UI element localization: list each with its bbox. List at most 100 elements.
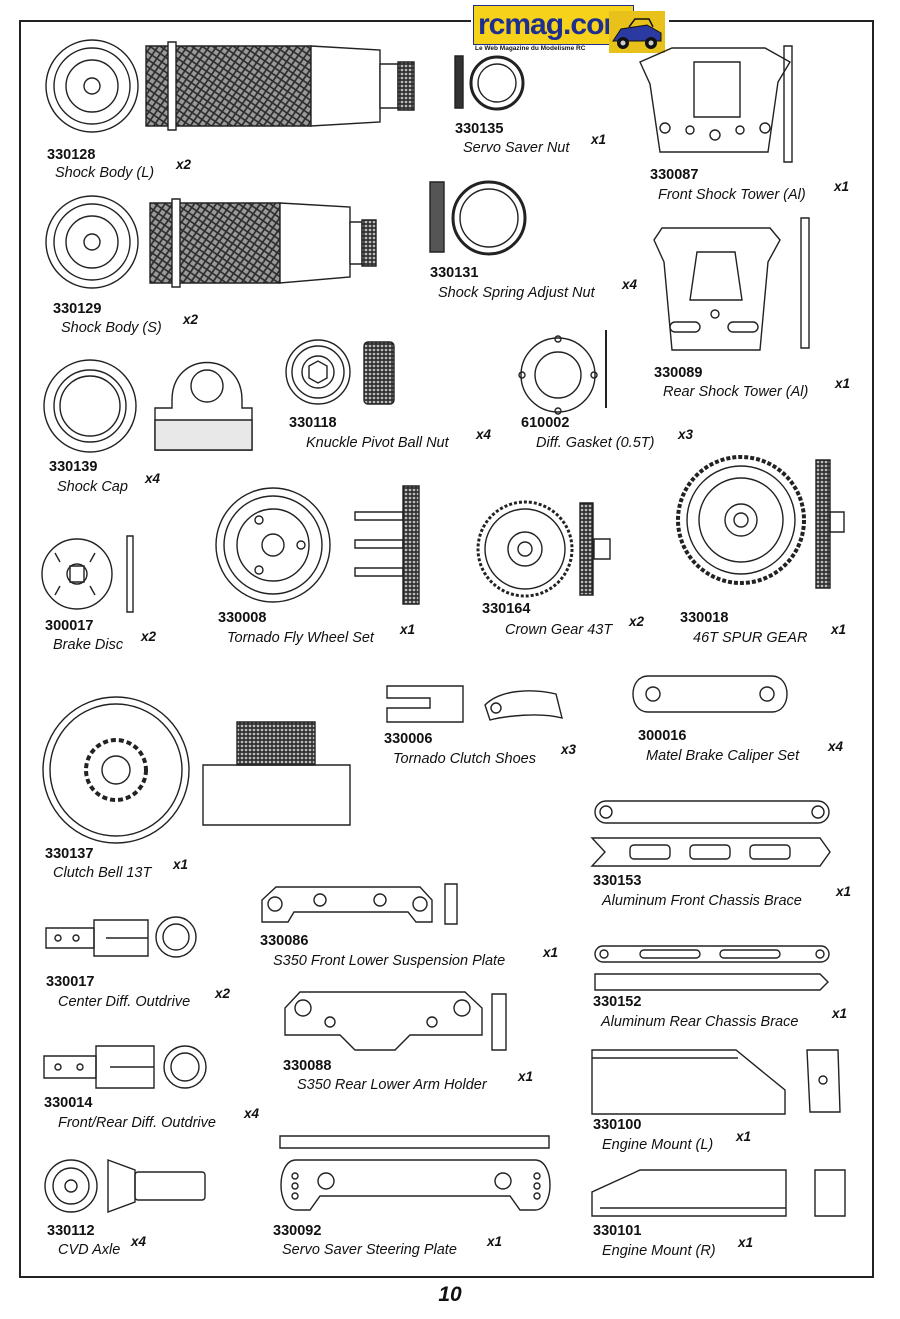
part-name: Front/Rear Diff. Outdrive (58, 1115, 216, 1131)
cvd-axle-drawing (45, 1160, 205, 1212)
part-name: Front Shock Tower (Al) (658, 187, 806, 203)
part-name: Shock Cap (57, 479, 128, 495)
rcmag-logo[interactable]: rcmag.com Le Web Magazine du Modelisme R… (471, 5, 669, 59)
part-qty: x1 (487, 1234, 503, 1249)
front-chassis-brace-drawing (592, 801, 830, 866)
part-name: Rear Shock Tower (Al) (663, 384, 809, 400)
part-number: 330008 (218, 610, 267, 626)
part-number: 330087 (650, 167, 699, 183)
shock-body-long-drawing (46, 40, 414, 132)
part-name: Shock Body (L) (55, 165, 155, 181)
part-qty: x1 (836, 884, 852, 899)
part-qty: x1 (543, 945, 559, 960)
part-number: 330153 (593, 873, 642, 889)
part-number: 330164 (482, 601, 531, 617)
front-rear-diff-outdrive-drawing (44, 1046, 206, 1088)
part-name: Servo Saver Nut (463, 140, 570, 156)
part-name: Matel Brake Caliper Set (646, 748, 800, 764)
part-qty: x1 (835, 376, 851, 391)
part-name: Tornado Fly Wheel Set (227, 630, 374, 646)
part-number: 330017 (46, 974, 95, 990)
part-name: Diff. Gasket (0.5T) (536, 435, 655, 451)
knuckle-pivot-ball-nut-drawing (286, 340, 394, 404)
part-number: 330131 (430, 265, 479, 281)
part-qty: x1 (738, 1235, 754, 1250)
shock-body-short-drawing (46, 196, 376, 288)
center-diff-outdrive-drawing (46, 917, 196, 957)
front-shock-tower-drawing (640, 46, 792, 162)
part-qty: x1 (834, 179, 850, 194)
logo-text: rcmag.com (473, 5, 635, 45)
part-name: S350 Rear Lower Arm Holder (297, 1077, 487, 1093)
front-lower-suspension-plate-drawing (262, 884, 457, 924)
part-number: 330137 (45, 846, 94, 862)
part-qty: x3 (678, 427, 694, 442)
parts-page-frame (19, 20, 874, 1278)
part-number: 330118 (289, 415, 337, 431)
servo-saver-nut-drawing (455, 56, 523, 109)
part-number: 300016 (638, 728, 687, 744)
logo-tagline: Le Web Magazine du Modelisme RC (475, 45, 586, 52)
brake-disc-drawing (42, 536, 133, 612)
part-name: S350 Front Lower Suspension Plate (273, 953, 506, 969)
part-number: 300017 (45, 618, 94, 634)
part-qty: x3 (561, 742, 577, 757)
part-qty: x1 (173, 857, 189, 872)
part-qty: x4 (476, 427, 492, 442)
part-name: Tornado Clutch Shoes (393, 751, 536, 767)
part-number: 330006 (384, 731, 433, 747)
part-number: 330139 (49, 459, 98, 475)
part-qty: x2 (629, 614, 645, 629)
part-number: 330152 (593, 994, 642, 1010)
part-name: Crown Gear 43T (505, 622, 613, 638)
clutch-bell-drawing (43, 697, 350, 843)
part-number: 330089 (654, 365, 703, 381)
part-qty: x4 (131, 1234, 147, 1249)
part-number: 330112 (47, 1223, 95, 1239)
part-number: 330135 (455, 121, 504, 137)
part-number: 330129 (53, 301, 102, 317)
part-qty: x4 (622, 277, 638, 292)
part-number: 330086 (260, 933, 309, 949)
part-qty: x2 (215, 986, 231, 1001)
part-qty: x2 (183, 312, 199, 327)
rear-chassis-brace-drawing (595, 946, 829, 990)
part-qty: x2 (141, 629, 157, 644)
page-number: 10 (438, 1283, 462, 1306)
part-name: 46T SPUR GEAR (693, 630, 808, 646)
crown-gear-drawing (478, 502, 610, 596)
tornado-flywheel-drawing (216, 486, 419, 604)
part-number: 330101 (593, 1223, 642, 1239)
part-number: 330100 (593, 1117, 642, 1133)
part-name: Brake Disc (53, 637, 124, 653)
part-qty: x1 (400, 622, 416, 637)
part-qty: x4 (244, 1106, 260, 1121)
part-qty: x1 (518, 1069, 534, 1084)
shock-cap-drawing (44, 360, 252, 452)
servo-saver-steering-plate-drawing (280, 1136, 550, 1210)
shock-spring-adjust-nut-drawing (430, 182, 525, 254)
part-name: Center Diff. Outdrive (58, 994, 191, 1010)
part-number: 330014 (44, 1095, 93, 1111)
part-name: Shock Body (S) (61, 320, 162, 336)
brake-caliper-drawing (633, 676, 787, 712)
part-name: CVD Axle (58, 1242, 121, 1258)
part-number: 330092 (273, 1223, 322, 1239)
part-name: Engine Mount (R) (602, 1243, 716, 1259)
rc-car-logo-icon (609, 11, 665, 53)
part-qty: x1 (736, 1129, 752, 1144)
part-qty: x4 (828, 739, 844, 754)
rear-lower-arm-holder-drawing (285, 992, 506, 1050)
rear-shock-tower-drawing (654, 218, 809, 350)
spur-gear-drawing (678, 457, 844, 588)
part-name: Clutch Bell 13T (53, 865, 152, 881)
engine-mount-right-drawing (592, 1170, 845, 1216)
part-qty: x4 (145, 471, 161, 486)
part-qty: x2 (176, 157, 192, 172)
diff-gasket-drawing (519, 330, 606, 414)
part-name: Shock Spring Adjust Nut (438, 285, 595, 301)
part-qty: x1 (832, 1006, 848, 1021)
part-number: 610002 (521, 415, 570, 431)
part-name: Servo Saver Steering Plate (282, 1242, 457, 1258)
